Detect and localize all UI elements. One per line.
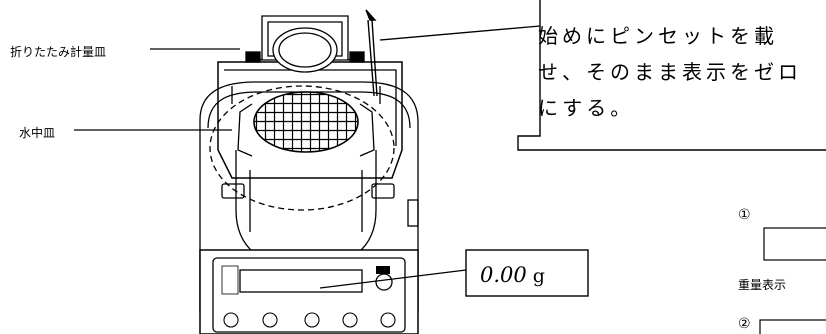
callout-line-1: 始めにピンセットを載 [538, 24, 778, 48]
side-knob [407, 199, 419, 227]
step1-box [763, 227, 826, 261]
leader-readout [319, 269, 467, 289]
hinge-left [245, 51, 261, 63]
underwater-dish [253, 91, 359, 153]
tweezers-icon [365, 9, 378, 97]
readout-unit: g [532, 265, 545, 287]
callout-text: 始めにピンセットを載 せ、そのまま表示をゼロ にする。 [538, 18, 826, 126]
leader-callout [379, 25, 541, 41]
hinge-right [349, 51, 365, 63]
right-foot [371, 183, 395, 199]
folding-weighing-dish [272, 27, 338, 73]
readout-box [465, 249, 589, 297]
upper-frame [217, 61, 403, 179]
balance-back-housing [199, 81, 419, 313]
label-folding-dish: 折りたたみ計量皿 [10, 45, 107, 59]
panel-buttons [223, 312, 396, 328]
step-1-marker: ① [738, 207, 751, 223]
dashed-bowl-outline [209, 85, 395, 211]
left-foot [221, 183, 245, 199]
readout-value: 0.00 [480, 263, 527, 287]
front-panel [212, 257, 406, 333]
step2-box [759, 319, 826, 334]
callout-box [517, 0, 826, 151]
callout-line-2: せ、そのまま表示をゼロ [538, 60, 802, 84]
step-2-marker: ② [738, 316, 751, 332]
callout-line-3: にする。 [538, 96, 635, 120]
lcd-window [239, 269, 363, 293]
weight-display-label: 重量表示 [738, 278, 787, 292]
label-underwater-dish: 水中皿 [19, 126, 56, 140]
